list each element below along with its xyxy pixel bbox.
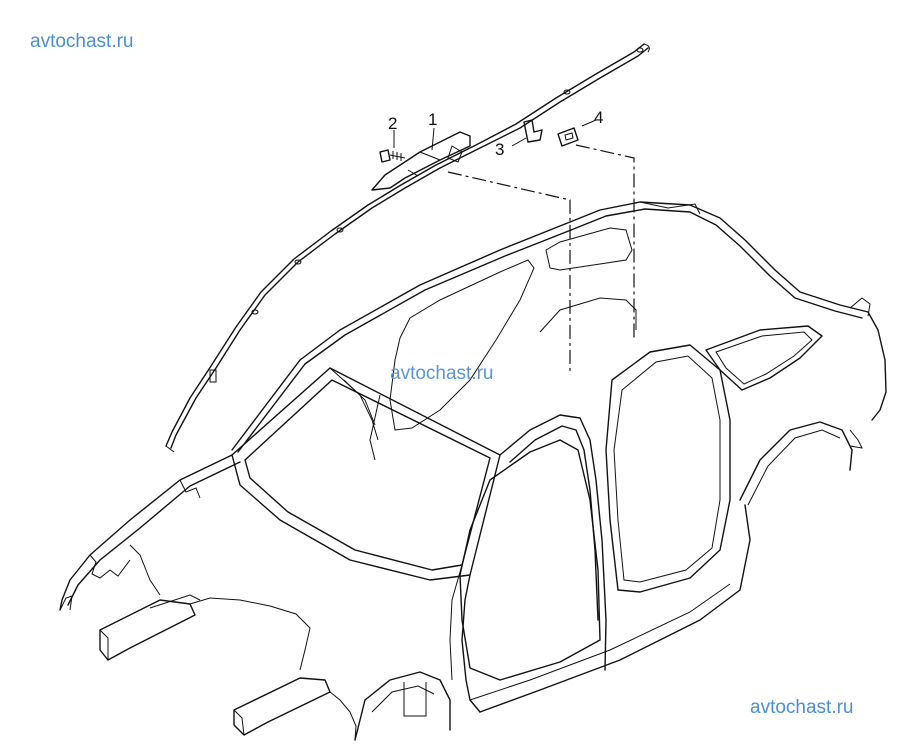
callout-1: 1	[428, 110, 438, 129]
watermark-top: avtochast.ru	[30, 31, 134, 52]
callout-3: 3	[495, 140, 505, 159]
watermark-bottom: avtochast.ru	[750, 697, 854, 718]
clip	[557, 119, 597, 147]
leader-1	[431, 127, 435, 151]
watermark-middle: avtochast.ru	[390, 363, 494, 384]
bolt	[379, 130, 406, 163]
callout-2: 2	[388, 114, 398, 133]
callout-4: 4	[594, 108, 604, 127]
reference-lines	[447, 144, 635, 375]
bracket	[511, 119, 543, 147]
inflator	[371, 131, 471, 191]
car-body	[59, 201, 887, 741]
curtain-airbag	[165, 43, 650, 453]
